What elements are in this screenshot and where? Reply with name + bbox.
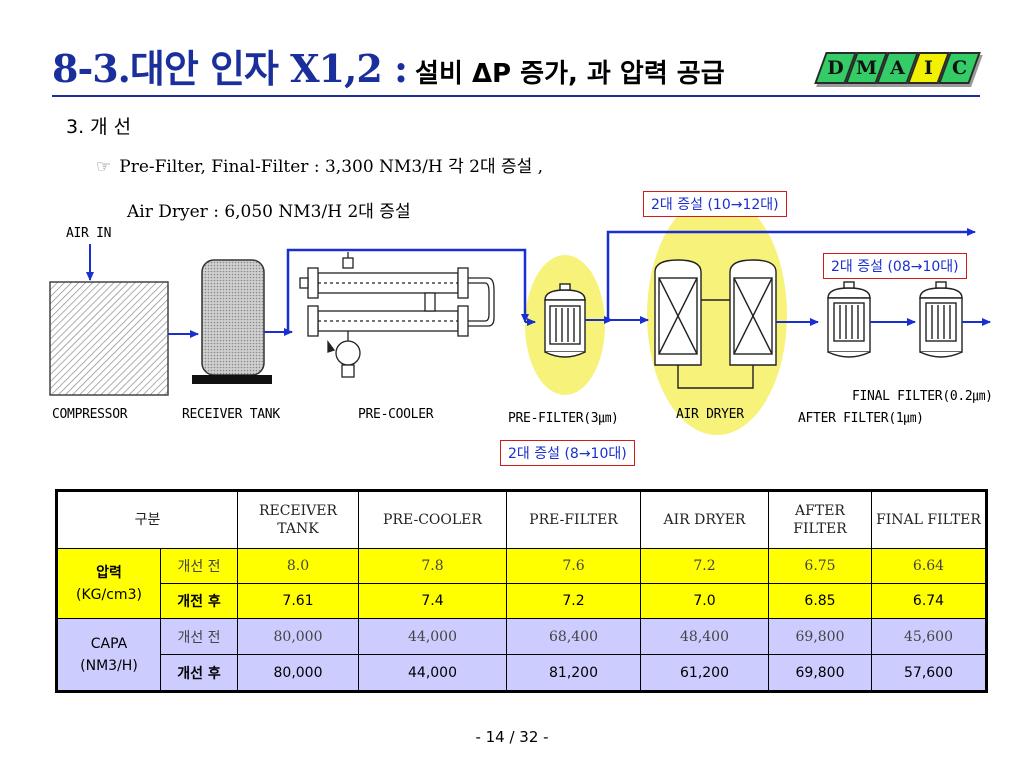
pointing-hand-icon: ☞ (96, 157, 112, 177)
receiver-tank-label: RECEIVER TANK (182, 407, 280, 422)
table-cell: 7.6 (506, 548, 641, 584)
table-row: 개전 후 7.61 7.4 7.2 7.0 6.85 6.74 (57, 583, 987, 619)
column-header: FINAL FILTER (871, 490, 987, 549)
table-cell: 44,000 (358, 618, 507, 655)
table-cell: 6.75 (768, 548, 872, 584)
bullet-line-1-text: Pre-Filter, Final-Filter : 3,300 NM3/H 각… (119, 157, 544, 177)
table-cell: 7.2 (506, 583, 641, 619)
table-cell: 80,000 (237, 618, 359, 655)
slide-title: 8-3.대안 인자 X1,2 :설비 ΔP 증가, 과 압력 공급 (52, 38, 725, 93)
column-header: RECEIVER TANK (237, 490, 359, 549)
final-filter-shape (919, 281, 963, 358)
title-main: 8-3.대안 인자 X1,2 : (52, 46, 408, 91)
receiver-tank-base (192, 375, 272, 384)
pre-cooler-shape (299, 252, 495, 378)
table-cell: 80,000 (237, 654, 359, 692)
air-dryer-label: AIR DRYER (676, 407, 744, 422)
pressure-group-label: 압력 (KG/cm3) (56, 548, 161, 619)
row-label-before: 개선 전 (160, 618, 238, 655)
row-label-after: 개전 후 (160, 583, 238, 619)
air-dryer-highlight (647, 195, 787, 435)
table-cell: 7.0 (640, 583, 769, 619)
table-cell: 68,400 (506, 618, 641, 655)
compressor-label: COMPRESSOR (52, 407, 128, 422)
table-row: 개선 후 80,000 44,000 81,200 61,200 69,800 … (57, 654, 987, 692)
comparison-table: 구분 RECEIVER TANK PRE-COOLER PRE-FILTER A… (55, 489, 988, 693)
corner-header: 구분 (56, 490, 238, 549)
table-row: 압력 (KG/cm3) 개선 전 8.0 7.8 7.6 7.2 6.75 6.… (56, 548, 987, 619)
section-heading: 3. 개 선 (66, 116, 132, 138)
table-cell: 7.4 (358, 583, 507, 619)
column-header: AIR DRYER (640, 490, 769, 549)
table-cell: 7.2 (640, 548, 769, 584)
column-header: PRE-FILTER (506, 490, 641, 549)
air-dryer-callout: 2대 증설 (10→12대) (643, 191, 787, 217)
after-filter-shape (827, 281, 871, 358)
table-header-row: 구분 RECEIVER TANK PRE-COOLER PRE-FILTER A… (56, 490, 987, 549)
table-cell: 44,000 (358, 654, 507, 692)
pre-cooler-label: PRE-COOLER (358, 407, 434, 422)
table-cell: 7.61 (237, 583, 359, 619)
table-cell: 45,600 (871, 618, 987, 655)
capa-group-label: CAPA (NM3/H) (56, 618, 161, 692)
table-cell: 8.0 (237, 548, 359, 584)
compressor-shape (49, 281, 169, 396)
pre-filter-shape (544, 283, 586, 358)
bullet-line-1: ☞ Pre-Filter, Final-Filter : 3,300 NM3/H … (96, 152, 543, 177)
table-cell: 6.64 (871, 548, 987, 584)
pre-filter-label: PRE-FILTER(3㎛) (508, 411, 619, 426)
table-cell: 57,600 (871, 654, 987, 692)
pre-filter-callout: 2대 증설 (8→10대) (500, 440, 635, 466)
table-row: CAPA (NM3/H) 개선 전 80,000 44,000 68,400 4… (56, 618, 987, 692)
bypass-line (286, 248, 527, 330)
table-cell: 69,800 (768, 618, 872, 655)
final-filter-callout: 2대 증설 (08→10대) (823, 253, 967, 279)
table-cell: 81,200 (506, 654, 641, 692)
air-in-label: AIR IN (66, 226, 112, 241)
after-filter-label: AFTER FILTER(1㎛) (798, 411, 924, 426)
process-diagram (49, 195, 991, 435)
table-cell: 6.74 (871, 583, 987, 619)
title-rule (52, 95, 980, 97)
row-label-before: 개선 전 (160, 548, 238, 584)
bullet-line-2: Air Dryer : 6,050 NM3/H 2대 증설 (127, 202, 411, 222)
column-header: AFTER FILTER (768, 490, 872, 549)
table-cell: 69,800 (768, 654, 872, 692)
title-sub: 설비 ΔP 증가, 과 압력 공급 (415, 59, 725, 89)
row-label-after: 개선 후 (160, 654, 238, 692)
page-number: - 14 / 32 - (475, 728, 549, 746)
column-header: PRE-COOLER (358, 490, 507, 549)
final-filter-label: FINAL FILTER(0.2㎛) (852, 389, 993, 404)
table-cell: 6.85 (768, 583, 872, 619)
table-cell: 48,400 (640, 618, 769, 655)
receiver-tank-shape (201, 259, 265, 376)
table-cell: 7.8 (358, 548, 507, 584)
air-dryer-shape (654, 259, 777, 389)
dryer-bypass-line (606, 230, 970, 320)
table-cell: 61,200 (640, 654, 769, 692)
